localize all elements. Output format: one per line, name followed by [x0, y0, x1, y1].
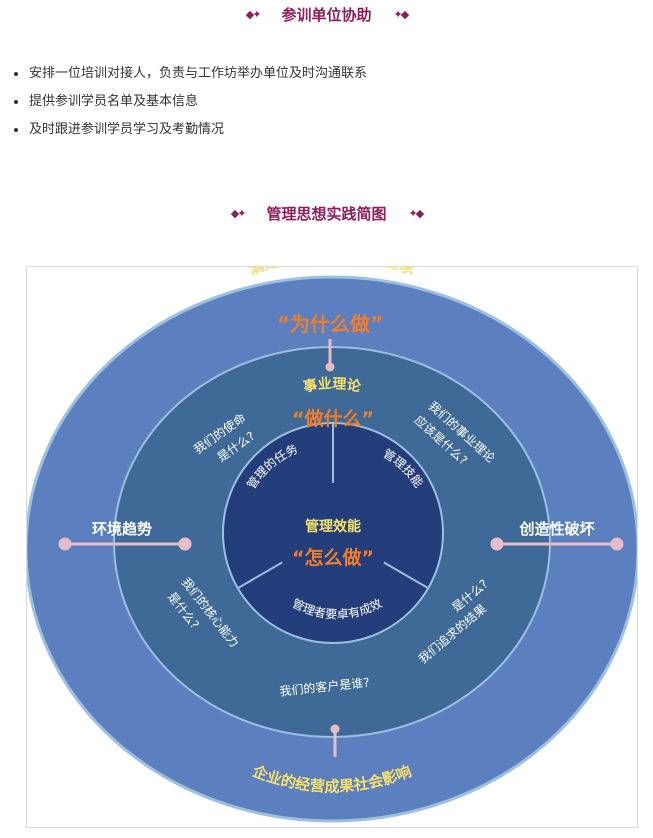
list-item: 及时跟进参训学员学习及考勤情况: [12, 116, 367, 144]
diagram-svg: 满足社会的某一特定需求 “为什么做” 企业的经营成果社会影响 环境趋势 创造性破…: [27, 267, 637, 823]
bottom-connector: [330, 724, 340, 757]
list-item-text: 安排一位培训对接人，负责与工作坊举办单位及时沟通联系: [29, 66, 368, 81]
center-medallion: [277, 483, 389, 595]
diamond-decoration-icon: ◆✦: [245, 8, 262, 21]
outer-top-quote: “为什么做”: [277, 312, 383, 336]
center-quote: “怎么做”: [292, 546, 374, 569]
list-item: 安排一位培训对接人，负责与工作坊举办单位及时沟通联系: [12, 60, 367, 88]
middle-top-quote: “做什么”: [292, 407, 374, 430]
section-title-assist: ◆✦ 参训单位协助 ✦◆: [0, 4, 653, 25]
bullet-dot-icon: [14, 128, 18, 132]
diamond-decoration-icon: ✦◆: [393, 8, 410, 21]
list-item: 提供参训学员名单及基本信息: [12, 88, 367, 116]
section-title-text: 参训单位协助: [281, 6, 372, 24]
section-title-text: 管理思想实践简图: [266, 205, 387, 223]
outer-left-label: 环境趋势: [92, 520, 152, 538]
diamond-decoration-icon: ✦◆: [408, 207, 425, 220]
left-connector: [58, 537, 192, 551]
assist-bullet-list: 安排一位培训对接人，负责与工作坊举办单位及时沟通联系 提供参训学员名单及基本信息…: [12, 60, 367, 144]
section-title-diagram: ◆✦ 管理思想实践简图 ✦◆: [0, 203, 653, 224]
bullet-dot-icon: [14, 72, 18, 76]
outer-right-label: 创造性破坏: [518, 520, 594, 538]
center-title: 管理效能: [305, 518, 361, 535]
list-item-text: 及时跟进参训学员学习及考勤情况: [29, 122, 225, 137]
list-item-text: 提供参训学员名单及基本信息: [29, 94, 199, 109]
management-practice-diagram: 满足社会的某一特定需求 “为什么做” 企业的经营成果社会影响 环境趋势 创造性破…: [26, 266, 638, 828]
top-connector: [325, 339, 335, 372]
diamond-decoration-icon: ◆✦: [230, 207, 247, 220]
right-connector: [490, 537, 624, 551]
bullet-dot-icon: [14, 100, 18, 104]
